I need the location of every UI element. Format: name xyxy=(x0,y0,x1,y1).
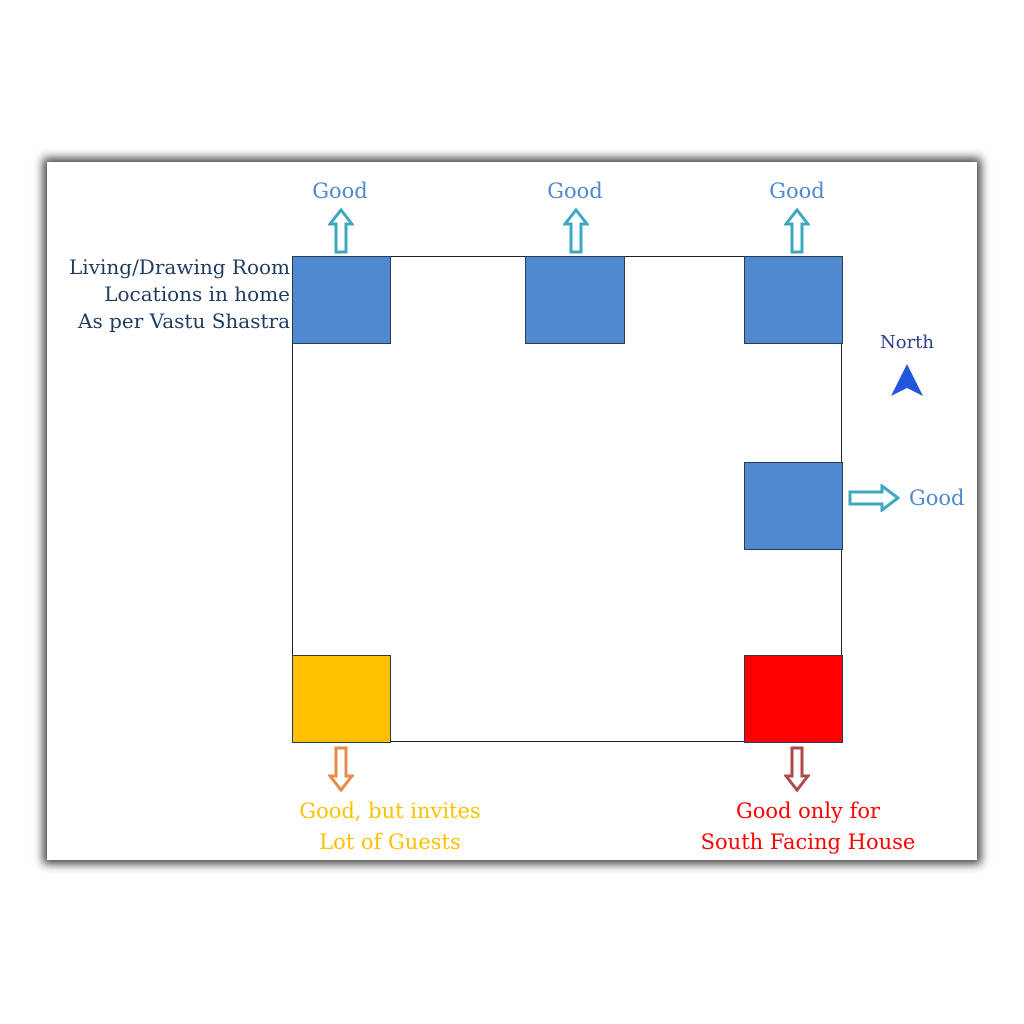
north-arrow-icon xyxy=(891,364,923,396)
label-south-east: Good only for South Facing House xyxy=(683,796,933,858)
arrow-down-icon xyxy=(328,746,354,792)
label-good-north-center: Good xyxy=(547,179,603,203)
room-north-center xyxy=(525,256,625,344)
room-south-east xyxy=(744,655,843,743)
label-good-east: Good xyxy=(909,486,965,510)
arrow-up-icon xyxy=(784,208,810,254)
arrow-up-icon xyxy=(563,208,589,254)
label-good-north-west: Good xyxy=(312,179,368,203)
arrow-right-icon xyxy=(848,484,900,512)
label-south-west: Good, but invites Lot of Guests xyxy=(270,796,510,858)
label-south-east-line-2: South Facing House xyxy=(700,830,916,854)
title-line-1: Living/Drawing Room xyxy=(69,255,290,279)
room-south-west xyxy=(292,655,391,743)
title-line-3: As per Vastu Shastra xyxy=(78,309,290,333)
label-good-north-east: Good xyxy=(769,179,825,203)
room-north-west xyxy=(292,256,391,344)
label-south-west-line-1: Good, but invites xyxy=(299,799,481,823)
compass-label: North xyxy=(879,332,935,353)
label-south-west-line-2: Lot of Guests xyxy=(319,830,461,854)
title-line-2: Locations in home xyxy=(104,282,290,306)
label-south-east-line-1: Good only for xyxy=(735,799,881,823)
diagram-title: Living/Drawing Room Locations in home As… xyxy=(40,254,290,335)
arrow-down-icon xyxy=(784,746,810,792)
arrow-up-icon xyxy=(328,208,354,254)
room-north-east xyxy=(744,256,843,344)
room-east xyxy=(744,462,843,550)
